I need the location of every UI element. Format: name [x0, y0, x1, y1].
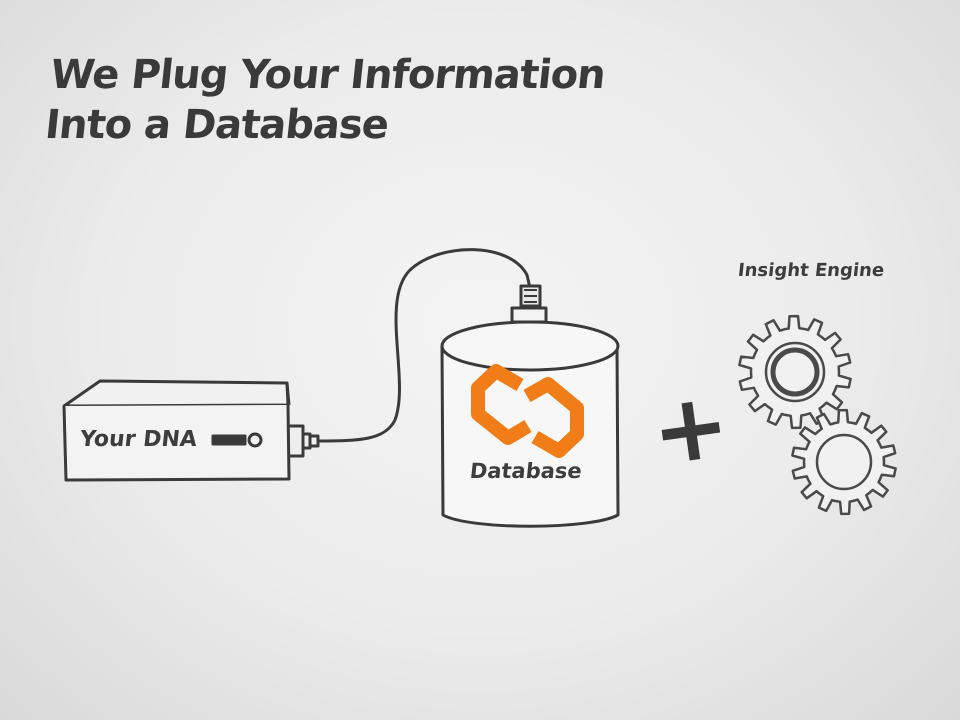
dna-device-icon [62, 379, 320, 482]
gear-icon [738, 314, 852, 430]
plus-operator: + [644, 370, 737, 487]
dna-device-label: Your DNA [78, 427, 199, 452]
gear-icon [791, 408, 897, 516]
logo-icon [471, 364, 584, 458]
database-cylinder-icon [440, 284, 620, 528]
insight-engine-label: Insight Engine [736, 260, 886, 281]
database-label: Database [468, 459, 584, 483]
cable-icon [316, 248, 532, 443]
